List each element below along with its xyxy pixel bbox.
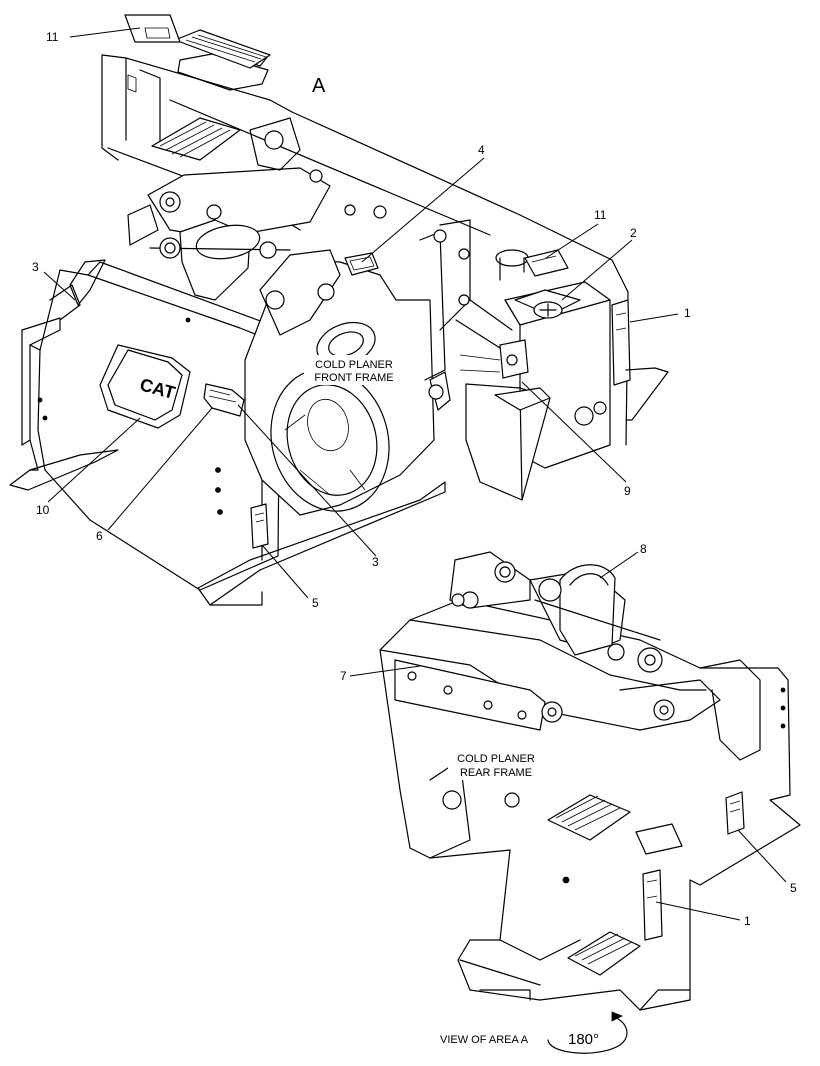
callout-11-top: 11 [46, 30, 59, 44]
callout-2: 2 [630, 226, 637, 240]
callout-6: 6 [96, 529, 103, 543]
leader-lines [43, 27, 787, 921]
callout-11-right: 11 [594, 208, 607, 222]
rotation-label: 180° [568, 1031, 599, 1048]
view-caption: VIEW OF AREA A 180° [440, 1011, 628, 1054]
front-frame-label-line1: COLD PLANER [315, 359, 393, 371]
cat-logo-decal: CAT [99, 344, 191, 429]
callout-5-top: 5 [312, 596, 319, 610]
rotation-arrow-icon [547, 1015, 628, 1054]
callout-4: 4 [478, 143, 485, 157]
callout-5-bottom: 5 [790, 881, 797, 895]
callout-10: 10 [36, 503, 50, 517]
callout-3-left: 3 [32, 260, 39, 274]
view-letter-a: A [312, 75, 326, 97]
callout-9: 9 [624, 484, 631, 498]
front-frame-assembly: CAT [9, 14, 669, 606]
callout-7: 7 [340, 669, 347, 683]
callout-1-bottom: 1 [744, 914, 751, 928]
front-frame-label: COLD PLANER FRONT FRAME [304, 355, 404, 385]
view-of-area-label: VIEW OF AREA A [440, 1034, 529, 1046]
front-frame-label-line2: FRONT FRAME [314, 372, 393, 384]
callout-8: 8 [640, 542, 647, 556]
callout-1-top: 1 [684, 306, 691, 320]
rotation-arrowhead-icon [611, 1011, 623, 1022]
rear-frame-label-line2: REAR FRAME [460, 767, 532, 779]
callout-3-bottom: 3 [372, 555, 379, 569]
callout-numbers: 11 4 11 2 3 1 9 10 6 3 5 8 7 5 1 [32, 30, 797, 928]
rear-frame-label: COLD PLANER REAR FRAME [448, 750, 546, 780]
rear-frame-assembly [379, 551, 801, 1011]
rear-frame-label-line1: COLD PLANER [457, 753, 535, 765]
